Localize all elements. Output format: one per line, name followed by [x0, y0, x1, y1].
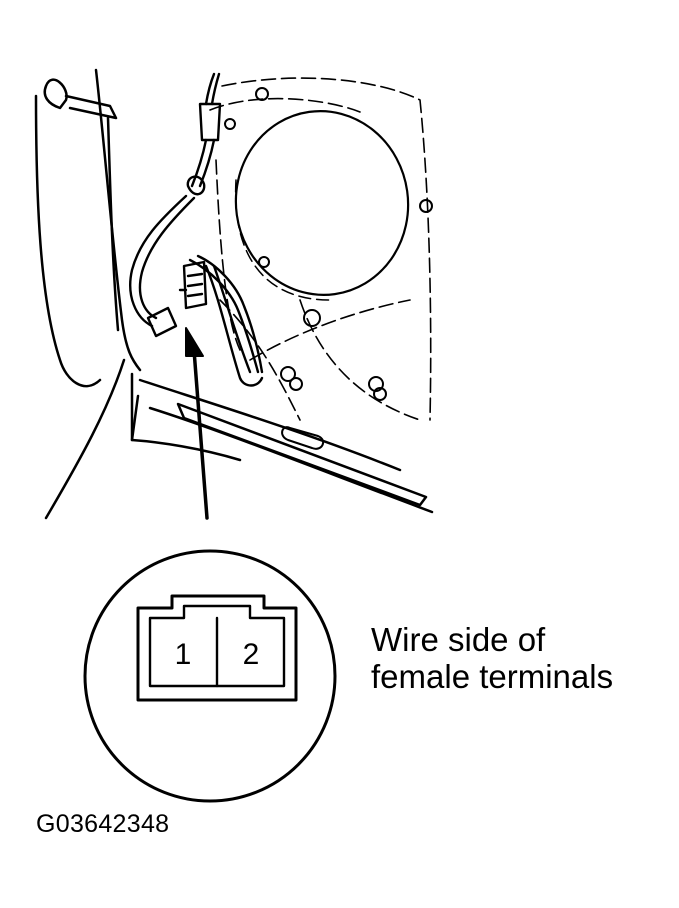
mounting-holes — [224, 87, 433, 450]
door-frame — [34, 68, 434, 520]
door-connector — [178, 260, 208, 310]
pointer-arrow — [185, 327, 209, 520]
pin-1-label: 1 — [175, 638, 192, 671]
callout-line-2: female terminals — [371, 658, 614, 695]
inner-door-panel — [209, 77, 432, 421]
speaker-opening — [234, 110, 410, 301]
callout-line-1: Wire side of — [371, 621, 546, 658]
figure-id: G03642348 — [36, 810, 170, 838]
detail-magnifier-circle — [83, 549, 337, 803]
wire-harness — [129, 72, 264, 387]
callout-caption: Wire side of female terminals — [371, 621, 671, 695]
connector-face-detail — [136, 594, 298, 702]
pin-2-label: 2 — [243, 638, 260, 671]
